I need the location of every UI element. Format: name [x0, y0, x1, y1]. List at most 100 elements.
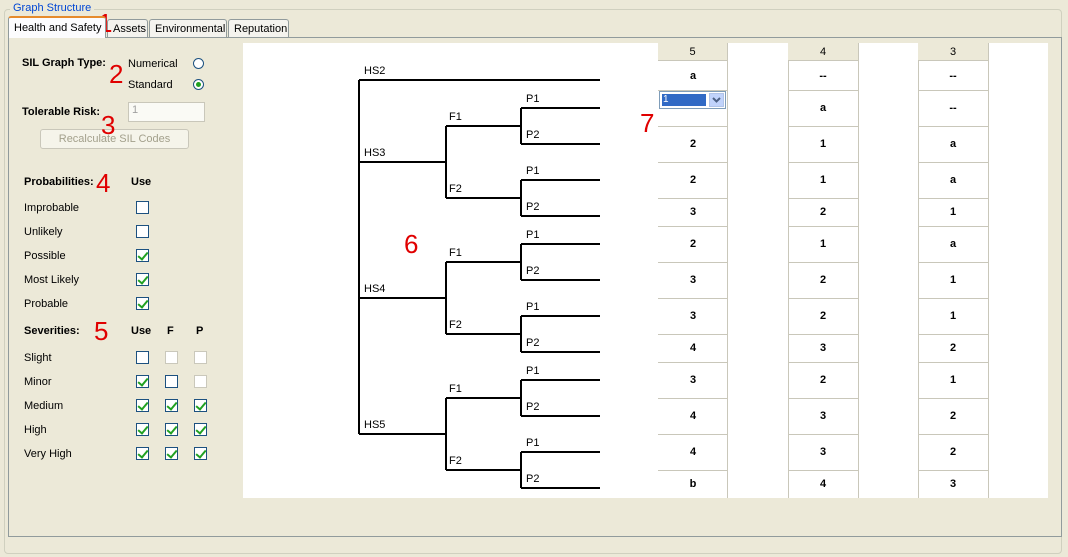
recalculate-sil-codes-button[interactable]: Recalculate SIL Codes [40, 129, 189, 149]
very-high-p-checkbox[interactable] [194, 447, 207, 460]
medium-f-checkbox[interactable] [165, 399, 178, 412]
probability-label: Possible [24, 250, 66, 262]
table-cell[interactable]: 2 [819, 274, 827, 286]
row-divider [658, 262, 728, 263]
slight-f-checkbox [165, 351, 178, 364]
table-cell[interactable]: 2 [949, 410, 957, 422]
probabilities-header: Probabilities: [24, 176, 94, 188]
table-cell[interactable]: 4 [819, 478, 827, 490]
table-cell[interactable]: 3 [819, 342, 827, 354]
table-cell[interactable]: 2 [689, 138, 697, 150]
column-header: 3 [918, 43, 989, 61]
table-cell[interactable]: 2 [819, 374, 827, 386]
probable-use-checkbox[interactable] [136, 297, 149, 310]
severity-label: Minor [24, 376, 52, 388]
improbable-use-checkbox[interactable] [136, 201, 149, 214]
table-cell[interactable]: 1 [949, 310, 957, 322]
severity-node-label: HS4 [364, 283, 386, 295]
table-cell[interactable]: 1 [949, 374, 957, 386]
severity-node-label: HS3 [364, 147, 386, 159]
sil-graph-type-label: SIL Graph Type: [22, 57, 106, 69]
high-p-checkbox[interactable] [194, 423, 207, 436]
sil-code-dropdown[interactable]: 1 [659, 91, 726, 109]
possibility-node-label: P1 [526, 229, 540, 241]
table-cell[interactable]: 3 [819, 446, 827, 458]
minor-f-checkbox[interactable] [165, 375, 178, 388]
table-cell[interactable]: 3 [689, 206, 697, 218]
possibility-node-label: P2 [526, 401, 540, 413]
slight-use-checkbox[interactable] [136, 351, 149, 364]
very-high-f-checkbox[interactable] [165, 447, 178, 460]
table-cell[interactable]: a [949, 138, 957, 150]
table-cell[interactable]: 3 [689, 274, 697, 286]
table-cell[interactable]: 2 [689, 174, 697, 186]
row-divider [658, 198, 728, 199]
possibility-node-label: P1 [526, 165, 540, 177]
table-cell[interactable]: 4 [689, 446, 697, 458]
table-cell[interactable]: a [819, 102, 827, 114]
annotation-7: 7 [640, 108, 655, 138]
severity-label: Very High [24, 448, 72, 460]
minor-use-checkbox[interactable] [136, 375, 149, 388]
tab-health-and-safety[interactable]: Health and Safety [8, 16, 106, 38]
table-cell[interactable]: 4 [689, 410, 697, 422]
tab-environmental[interactable]: Environmental [149, 19, 227, 37]
row-divider [658, 398, 728, 399]
standard-radio[interactable] [193, 79, 204, 90]
most-likely-use-checkbox[interactable] [136, 273, 149, 286]
very-high-use-checkbox[interactable] [136, 447, 149, 460]
table-cell[interactable]: 2 [819, 310, 827, 322]
table-cell[interactable]: 2 [949, 446, 957, 458]
severities-p-header: P [196, 325, 204, 337]
possibility-node-label: P1 [526, 301, 540, 313]
table-cell[interactable]: -- [949, 102, 957, 114]
numerical-radio[interactable] [193, 58, 204, 69]
frequency-node-label: F1 [449, 111, 462, 123]
possible-use-checkbox[interactable] [136, 249, 149, 262]
possibility-node-label: P2 [526, 265, 540, 277]
tolerable-risk-label: Tolerable Risk: [22, 106, 101, 118]
tab-assets[interactable]: Assets [107, 19, 148, 37]
table-cell[interactable]: a [949, 174, 957, 186]
table-cell[interactable]: 1 [819, 174, 827, 186]
tab-label: Reputation [234, 23, 288, 35]
row-divider [918, 126, 988, 127]
tolerable-risk-input[interactable]: 1 [128, 102, 205, 122]
row-divider [658, 90, 728, 91]
row-divider [658, 334, 728, 335]
unlikely-use-checkbox[interactable] [136, 225, 149, 238]
table-cell[interactable]: 1 [819, 138, 827, 150]
table-cell[interactable]: 1 [819, 238, 827, 250]
standard-label: Standard [128, 79, 173, 91]
table-cell[interactable]: b [689, 478, 697, 490]
table-cell[interactable]: 2 [819, 206, 827, 218]
table-cell[interactable]: 3 [689, 374, 697, 386]
high-f-checkbox[interactable] [165, 423, 178, 436]
row-divider [658, 470, 728, 471]
high-use-checkbox[interactable] [136, 423, 149, 436]
table-cell[interactable]: 4 [689, 342, 697, 354]
row-divider [918, 298, 988, 299]
table-cell[interactable]: 2 [689, 238, 697, 250]
medium-use-checkbox[interactable] [136, 399, 149, 412]
table-cell[interactable]: 1 [949, 274, 957, 286]
table-cell[interactable]: a [689, 70, 697, 82]
medium-p-checkbox[interactable] [194, 399, 207, 412]
table-cell[interactable]: 3 [949, 478, 957, 490]
row-divider [918, 362, 988, 363]
column-divider [858, 61, 859, 498]
row-divider [918, 162, 988, 163]
table-cell[interactable]: 3 [819, 410, 827, 422]
table-cell[interactable]: 2 [949, 342, 957, 354]
table-cell[interactable]: -- [819, 70, 827, 82]
row-divider [788, 470, 858, 471]
chevron-down-icon[interactable] [709, 93, 724, 107]
table-cell[interactable]: 3 [689, 310, 697, 322]
row-divider [658, 298, 728, 299]
table-cell[interactable]: 1 [949, 206, 957, 218]
possibility-node-label: P2 [526, 473, 540, 485]
frequency-node-label: F1 [449, 383, 462, 395]
table-cell[interactable]: -- [949, 70, 957, 82]
table-cell[interactable]: a [949, 238, 957, 250]
tab-reputation[interactable]: Reputation [228, 19, 289, 37]
